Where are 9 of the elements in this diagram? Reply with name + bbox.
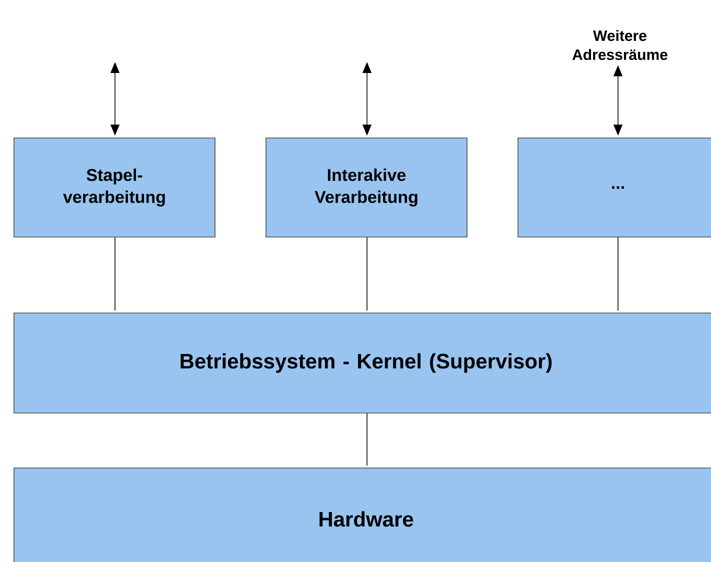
connector-line (366, 237, 368, 311)
caption-text: Weitere Adressräume (572, 30, 668, 60)
layer-box: Interakive Verarbeitung (266, 138, 468, 238)
layer-box: Hardware (14, 468, 711, 562)
layer-box: ... (518, 138, 711, 238)
connector-line (114, 237, 116, 311)
layer-box: Stapel- verarbeitung (14, 138, 216, 238)
connector-line (366, 413, 368, 466)
layer-box: Betriebssystem - Kernel (Supervisor) (14, 312, 711, 414)
